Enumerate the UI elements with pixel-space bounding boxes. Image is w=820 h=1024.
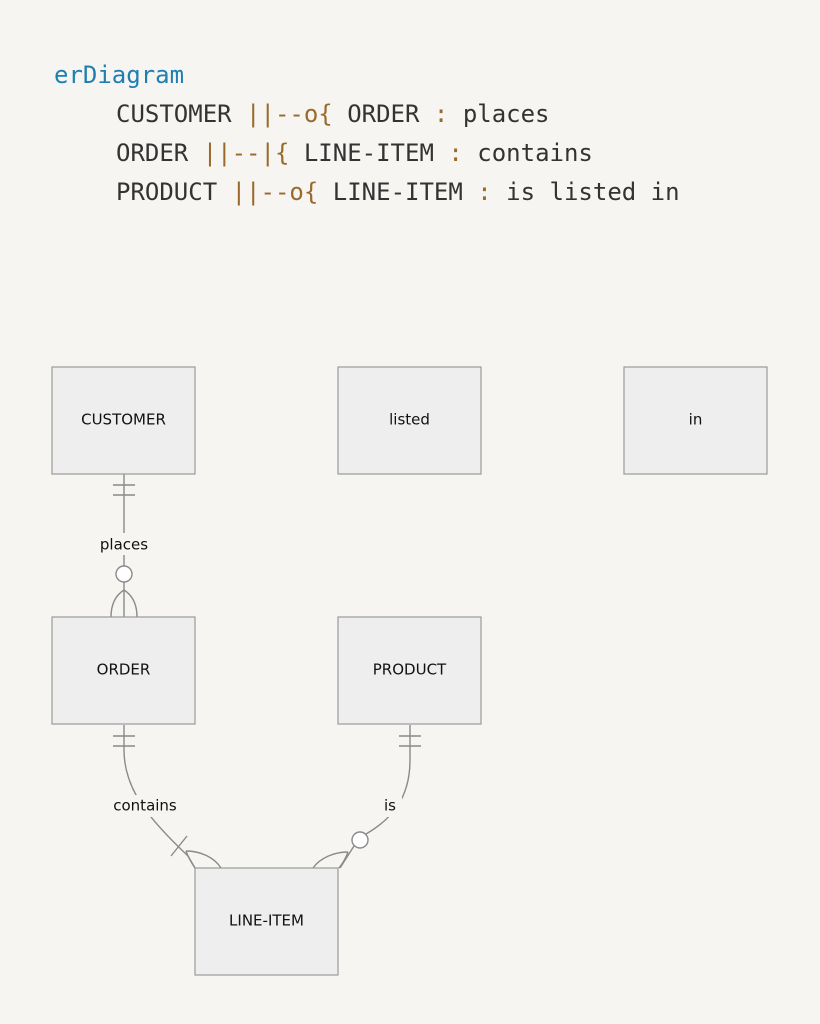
entity-label: PRODUCT [373,661,447,679]
entity-label: in [689,411,703,429]
entity-box [337,616,482,725]
entity-box [337,366,482,475]
entity-listed: listed [337,366,482,475]
relationship-label-background [110,795,180,817]
code-label: places [462,100,550,128]
code-separator: : [433,100,449,128]
code-right-entity: LINE-ITEM [303,139,434,167]
zero-marker [115,565,133,583]
entity-label: CUSTOMER [81,411,166,429]
code-label: contains [477,139,593,167]
relationship-is: is [312,725,421,869]
zero-marker [351,831,369,849]
code-separator: : [477,178,492,206]
entity-box [194,867,339,976]
relationship-label-background [378,795,402,817]
many-marker [185,850,196,869]
entity-product: PRODUCT [337,616,482,725]
entity-label: ORDER [97,661,151,679]
code-cardinality: ||--|{ [202,139,290,167]
one-marker [170,835,188,857]
many-marker [185,850,222,869]
code-line-keyword: erDiagram [54,56,680,95]
entity-label: LINE-ITEM [229,912,304,930]
code-right-entity: ORDER [347,100,420,128]
code-separator: : [448,139,463,167]
entity-customer: CUSTOMER [51,366,196,475]
relationship-label-places: places [100,536,148,554]
code-left-entity: ORDER [116,139,189,167]
relationship-line [365,725,411,835]
code-left-entity: PRODUCT [116,178,218,206]
many-marker [110,589,125,618]
many-marker [338,851,349,869]
entity-box [623,366,768,475]
entity-box [51,616,196,725]
code-cardinality: ||--o{ [231,178,319,206]
entity-label: listed [389,411,430,429]
relationship-contains: contains [110,725,222,869]
relationship-label-background [98,533,150,555]
code-label: is listed in [506,178,680,206]
code-line-1: CUSTOMER ||--o{ ORDER : places [54,95,680,134]
er-diagram-keyword: erDiagram [54,61,185,89]
relationship-places: places [98,474,150,618]
entity-line-item: LINE-ITEM [194,867,339,976]
code-line-2: ORDER ||--|{ LINE-ITEM : contains [54,134,680,173]
code-line-3: PRODUCT ||--o{ LINE-ITEM : is listed in [54,173,680,212]
code-cardinality: ||--o{ [246,100,333,128]
code-left-entity: CUSTOMER [116,100,232,128]
code-right-entity: LINE-ITEM [332,178,463,206]
entity-in: in [623,366,768,475]
relationship-label-contains: contains [113,797,177,815]
many-marker [123,589,138,618]
entity-box [51,366,196,475]
entity-order: ORDER [51,616,196,725]
many-marker [312,851,349,869]
relationship-label-is: is [384,797,396,815]
